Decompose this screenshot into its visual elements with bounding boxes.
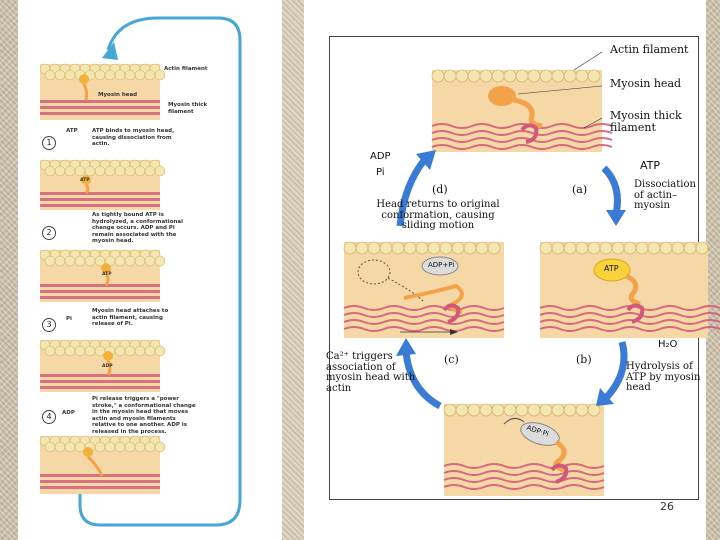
step-3-number: 3 — [42, 318, 56, 332]
step-1-head-label: ATP — [80, 178, 90, 183]
left-panel-step-2 — [39, 249, 166, 302]
right-label-leaders — [517, 51, 603, 129]
right-panel-stage-b — [443, 403, 605, 496]
stage-a-molecule: ATP — [640, 159, 661, 172]
stage-d-molecule-adp: ADP — [370, 151, 391, 162]
step-1-text: ATP binds to myosin head, causing dissoc… — [92, 128, 175, 148]
left-label-myosin-thick-filament: Myosin thick filament — [168, 102, 208, 115]
right-label-myosin-head: Myosin head — [610, 77, 682, 90]
step-1-number: 1 — [42, 136, 56, 150]
cycle-arrows — [396, 150, 628, 410]
stage-c-caption: Ca²⁺ triggers association of myosin head… — [326, 351, 416, 394]
stage-c-letter: (c) — [444, 353, 459, 366]
left-label-myosin-head: Myosin head — [98, 92, 138, 98]
step-3-head-label: ADP — [102, 364, 113, 369]
stage-d-letter: (d) — [432, 183, 448, 196]
right-label-myosin-thick-filament: Myosin thick filament — [610, 109, 682, 134]
step-2-head-label: ATP — [102, 272, 112, 277]
right-diagram-panel: Actin filament Myosin head Myosin thick … — [304, 0, 720, 540]
step-4-text: Pi release triggers a "power stroke," a … — [92, 396, 196, 435]
step-4-molecule: ADP — [62, 410, 75, 416]
step-3-molecule: Pi — [66, 316, 72, 322]
step-1-molecule: ATP — [66, 128, 78, 134]
left-diagram-panel: Actin filament Myosin head Myosin thick … — [18, 0, 282, 540]
left-panel-rest — [39, 63, 166, 120]
stage-b-letter: (b) — [576, 353, 592, 366]
stage-b-caption: Hydrolysis of ATP by myosin head — [626, 361, 701, 393]
stage-a-letter: (a) — [572, 183, 588, 196]
left-label-actin-filament: Actin filament — [164, 66, 208, 72]
right-label-actin-filament: Actin filament — [610, 43, 689, 56]
left-panel-step-3 — [39, 339, 166, 392]
stage-d-caption: Head returns to original conformation, c… — [376, 199, 500, 231]
step-2-text: As tightly bound ATP is hydrolyzed, a co… — [92, 212, 183, 245]
cycle-loop-arrow — [78, 16, 242, 527]
page-number: 26 — [660, 500, 674, 513]
stage-d-head-label: ADP+Pi — [428, 261, 455, 269]
step-2-number: 2 — [42, 226, 56, 240]
left-panel-step-1 — [39, 159, 166, 210]
right-panel-stage-d — [343, 241, 505, 338]
sliding-direction-arrow — [400, 329, 458, 335]
panel-divider — [282, 0, 304, 540]
right-panel-rest — [431, 69, 613, 152]
right-panel-stage-a — [539, 241, 720, 338]
stage-a-head-label: ATP — [604, 264, 619, 273]
slide: Actin filament Myosin head Myosin thick … — [18, 0, 720, 540]
step-3-text: Myosin head attaches to actin filament, … — [92, 308, 169, 328]
stage-d-molecule-pi: Pi — [376, 167, 385, 178]
stage-b-molecule: H₂O — [658, 339, 678, 350]
step-4-number: 4 — [42, 410, 56, 424]
left-panel-step-4 — [39, 435, 166, 494]
stage-a-caption: Dissociation of actin–myosin — [634, 179, 696, 211]
